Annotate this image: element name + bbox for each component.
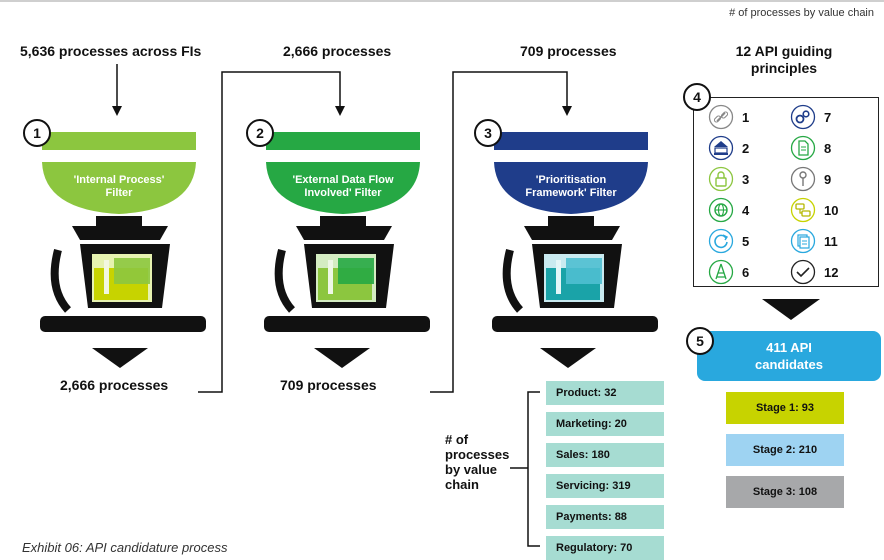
api-candidates-box: 411 API candidates: [697, 331, 881, 381]
principle-item-8: 8: [790, 135, 831, 161]
api-candidates-line2: candidates: [755, 357, 823, 372]
principle-number: 11: [824, 233, 838, 249]
link-icon: [708, 104, 734, 130]
step-number-2: 2: [246, 119, 274, 147]
principle-item-4: 4: [708, 197, 749, 223]
value-chain-servicing: Servicing: 319: [546, 474, 664, 498]
filter-machine-3: [492, 132, 658, 332]
value-chain-sales: Sales: 180: [546, 443, 664, 467]
principle-number: 7: [824, 109, 832, 125]
value-chain-product: Product: 32: [546, 381, 664, 405]
down-triangle-1: [92, 348, 148, 368]
lock-icon: [708, 166, 734, 192]
globe-icon: [708, 197, 734, 223]
down-triangle-2: [314, 348, 370, 368]
principle-number: 5: [742, 233, 750, 249]
filter-label-1: 'Internal Process' Filter: [54, 174, 184, 200]
step-number-1: 1: [23, 119, 51, 147]
principle-number: 12: [824, 264, 839, 280]
value-chain-label-line3: by value: [445, 462, 498, 477]
step-number-3: 3: [474, 119, 502, 147]
principle-item-9: 9: [790, 166, 831, 192]
value-chain-label: # of processes by value chain: [445, 432, 509, 492]
top-caption: # of processes by value chain: [729, 7, 874, 19]
stage3-input-label: 709 processes: [520, 43, 617, 59]
principle-item-12: 12: [790, 259, 838, 285]
workflow-icon: [790, 197, 816, 223]
filter-label-2-line2: Involved' Filter: [304, 187, 382, 199]
arrow1-head: [112, 106, 122, 116]
principle-item-11: 11: [790, 228, 838, 254]
value-chain-label-line1: # of: [445, 432, 469, 447]
key-icon: [790, 166, 816, 192]
filter-label-3-line2: Framework' Filter: [525, 187, 617, 199]
arrow2-head: [335, 106, 345, 116]
principle-item-2: 2: [708, 135, 749, 161]
stage1-input-label: 5,636 processes across FIs: [20, 43, 202, 59]
connector-2-3: [430, 71, 568, 393]
value-chain-regulatory: Regulatory: 70: [546, 536, 664, 560]
principle-number: 6: [742, 264, 750, 280]
exhibit-caption: Exhibit 06: API candidature process: [22, 540, 228, 555]
filter-label-2-line1: 'External Data Flow: [292, 174, 394, 186]
check-icon: [790, 259, 816, 285]
tower-icon: [708, 259, 734, 285]
filter-label-1-line1: 'Internal Process': [73, 174, 165, 186]
value-chain-label-line2: processes: [445, 447, 510, 462]
principle-number: 2: [742, 140, 750, 156]
principle-item-5: 5: [708, 228, 749, 254]
principles-title: 12 API guiding principles: [704, 43, 864, 77]
api-stage-3: Stage 3: 108: [726, 476, 844, 508]
principle-number: 10: [824, 202, 839, 218]
principle-number: 4: [742, 202, 750, 218]
connector-1-2: [198, 71, 341, 393]
down-triangle-3: [540, 348, 596, 368]
filter-label-2: 'External Data Flow Involved' Filter: [278, 174, 408, 200]
principle-item-10: 10: [790, 197, 838, 223]
value-chain-bracket: [510, 391, 540, 547]
principle-item-3: 3: [708, 166, 749, 192]
refresh-icon: [708, 228, 734, 254]
principles-title-line1: 12 API guiding: [735, 43, 833, 59]
api-stage-2: Stage 2: 210: [726, 434, 844, 466]
gears-icon: [790, 104, 816, 130]
stage2-output-label: 709 processes: [280, 377, 377, 393]
filter-machine-2: [264, 132, 430, 332]
principle-number: 1: [742, 109, 750, 125]
principles-box: 1 2 3 4 5: [693, 97, 879, 287]
value-chain-label-line4: chain: [445, 477, 479, 492]
stage2-input-label: 2,666 processes: [283, 43, 392, 59]
principle-item-6: 6: [708, 259, 749, 285]
stack-icon: [790, 228, 816, 254]
step-number-5: 5: [686, 327, 714, 355]
principle-item-1: 1: [708, 104, 749, 130]
principle-number: 9: [824, 171, 832, 187]
filter-label-3-line1: 'Prioritisation: [535, 174, 607, 186]
principle-item-7: 7: [790, 104, 831, 130]
step-number-4: 4: [683, 83, 711, 111]
principle-number: 3: [742, 171, 750, 187]
api-stage-1: Stage 1: 93: [726, 392, 844, 424]
down-triangle-principles: [762, 299, 820, 320]
document-icon: [790, 135, 816, 161]
filter-label-3: 'Prioritisation Framework' Filter: [506, 174, 636, 200]
arrow3-head: [562, 106, 572, 116]
stage1-output-label: 2,666 processes: [60, 377, 169, 393]
top-rule: [0, 0, 884, 2]
filter-machine-1: [40, 132, 206, 332]
building-icon: [708, 135, 734, 161]
principles-title-line2: principles: [750, 60, 818, 76]
api-candidates-line1: 411 API: [766, 340, 812, 355]
value-chain-payments: Payments: 88: [546, 505, 664, 529]
principle-number: 8: [824, 140, 832, 156]
value-chain-marketing: Marketing: 20: [546, 412, 664, 436]
filter-label-1-line2: Filter: [105, 187, 133, 199]
